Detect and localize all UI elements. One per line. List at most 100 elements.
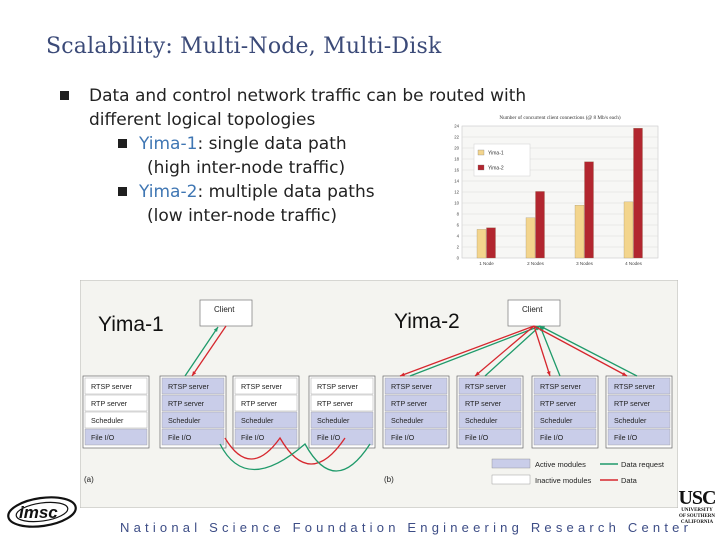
yima1-request-to-server-head: [213, 327, 218, 332]
chart-legend-swatch-yima-2: [477, 164, 485, 171]
yima1-desc: : single data path: [197, 134, 347, 154]
module-label: RTSP server: [168, 382, 209, 391]
legend-active-label: Active modules: [535, 460, 586, 469]
module-label: Scheduler: [465, 416, 498, 425]
module-label: File I/O: [91, 433, 115, 442]
module-label: Scheduler: [540, 416, 573, 425]
module-label: File I/O: [241, 433, 265, 442]
bullet-main: Data and control network traffic can be …: [60, 84, 620, 132]
module-1: [161, 377, 225, 395]
bullet-square-icon: [118, 187, 127, 196]
bullet-main-line2: different logical topologies: [89, 110, 316, 130]
usc-logo: USC UNIVERSITY OF SOUTHERN CALIFORNIA: [676, 488, 718, 540]
module-label: File I/O: [317, 433, 341, 442]
chart-legend-label: Yima-1: [488, 151, 504, 157]
module-2: [161, 394, 225, 412]
chart-bar-yima-2-0: [486, 227, 496, 259]
chart-ytick-label: 4: [457, 234, 460, 239]
module-label: RTP server: [614, 399, 651, 408]
yima2-request-4-head: [540, 326, 545, 330]
chart-bar-yima-1-0: [476, 229, 487, 259]
module-1: [310, 377, 374, 395]
yima2-request-4: [539, 325, 638, 377]
chart-ytick-label: 12: [454, 190, 459, 195]
chart-ytick-label: 16: [454, 168, 459, 173]
chart-bar-yima-2-1: [535, 191, 545, 259]
bar-chart: Number of concurrent client connections …: [454, 114, 659, 266]
client-label: Client: [522, 305, 543, 314]
yima2-data-4-head: [622, 372, 627, 376]
module-4: [533, 428, 597, 446]
usc-logo-line2: OF SOUTHERN: [678, 514, 716, 519]
bullet-main-line1: Data and control network traffic can be …: [89, 86, 527, 106]
bullet-square-icon: [118, 139, 127, 148]
chart-ytick-label: 2: [457, 245, 460, 250]
label-yima1: Yima-1: [98, 313, 164, 336]
module-label: RTP server: [168, 399, 205, 408]
module-3: [533, 411, 597, 429]
usc-logo-line1: UNIVERSITY: [681, 508, 713, 513]
module-label: Scheduler: [91, 416, 124, 425]
legend-inactive-label: Inactive modules: [535, 476, 592, 485]
yima1-data-to-client-head: [192, 371, 197, 376]
module-2: [84, 394, 148, 412]
yima1-request-to-server: [184, 326, 219, 377]
module-4: [161, 428, 225, 446]
footer-text: National Science Foundation Engineering …: [120, 520, 693, 535]
yima1-internode-data: [224, 436, 346, 465]
chart-ytick-label: 22: [454, 135, 459, 140]
chart-xtick-label: 3 Nodes: [576, 261, 594, 266]
module-label: File I/O: [391, 433, 415, 442]
module-3: [310, 411, 374, 429]
chart-bar-yima-1-1: [525, 217, 536, 259]
yima2-request-1: [409, 325, 541, 377]
module-4: [384, 428, 448, 446]
chart-ytick-label: 14: [454, 179, 459, 184]
module-label: RTP server: [317, 399, 354, 408]
sub-bullet-yima2-text: Yima-2: multiple data paths (low inter-n…: [139, 180, 375, 228]
legend-data-label: Data: [621, 476, 638, 485]
module-1: [533, 377, 597, 395]
module-label: RTP server: [540, 399, 577, 408]
yima2-desc-line2: (low inter-node traffic): [147, 206, 338, 226]
usc-logo-mark: USC: [678, 487, 716, 509]
chart-bar-yima-1-3: [623, 201, 634, 259]
module-4: [458, 428, 522, 446]
module-2: [607, 394, 671, 412]
module-label: RTP server: [391, 399, 428, 408]
legend-inactive-swatch: [491, 474, 531, 485]
module-2: [533, 394, 597, 412]
chart-legend-label: Yima-2: [488, 166, 504, 172]
panel-a-label: (a): [84, 475, 94, 484]
yima2-data-2: [474, 325, 535, 377]
module-label: File I/O: [540, 433, 564, 442]
chart-ytick-label: 8: [457, 212, 460, 217]
yima2-connections: [399, 325, 638, 377]
module-label: RTSP server: [614, 382, 655, 391]
chart-xtick-label: 2 Nodes: [527, 261, 545, 266]
imsc-logo: imsc: [7, 496, 77, 528]
chart-ytick-label: 20: [454, 146, 459, 151]
module-4: [607, 428, 671, 446]
chart-ytick-label: 6: [457, 223, 460, 228]
module-1: [234, 377, 298, 395]
chart-xtick-label: 1 Node: [479, 261, 494, 266]
chart-legend-swatch-yima-1: [477, 149, 485, 156]
sub-bullet-yima2: Yima-2: multiple data paths (low inter-n…: [118, 180, 620, 228]
bullet-main-text: Data and control network traffic can be …: [89, 84, 589, 132]
module-1: [84, 377, 148, 395]
module-label: RTSP server: [91, 382, 132, 391]
yima2-data-4: [533, 325, 628, 377]
module-label: File I/O: [168, 433, 192, 442]
chart-bar-yima-2-3: [633, 128, 643, 259]
module-label: RTSP server: [241, 382, 282, 391]
yima2-desc: : multiple data paths: [197, 182, 375, 202]
module-2: [384, 394, 448, 412]
module-label: Scheduler: [317, 416, 350, 425]
